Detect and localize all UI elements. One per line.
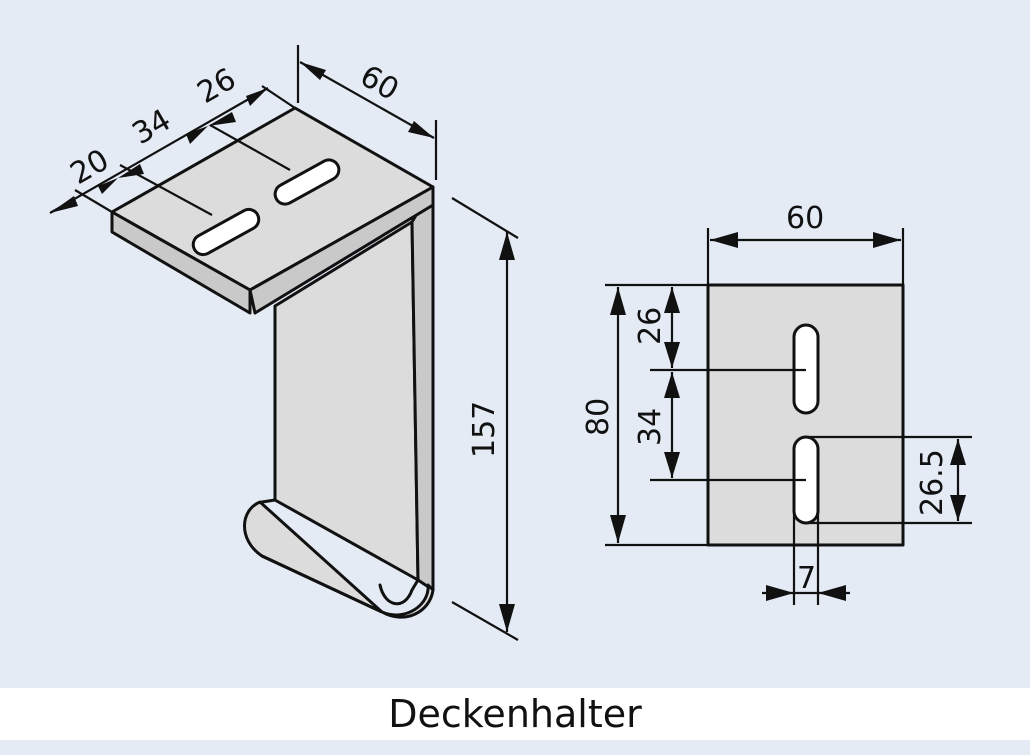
front-dim-slot-width: 7 [797, 561, 816, 596]
top-slot-1 [191, 207, 261, 257]
caption-bar: Deckenhalter [0, 688, 1030, 740]
front-dim-height: 80 [581, 398, 616, 436]
front-dim-width: 60 [786, 201, 824, 236]
bracket-bottom-curl [243, 500, 435, 619]
technical-drawing: 20 34 26 60 157 60 80 [49, 45, 972, 641]
iso-dim-60: 60 [354, 59, 405, 108]
iso-dim-157: 157 [467, 401, 502, 458]
drawing-caption: Deckenhalter [388, 692, 642, 736]
front-dim-slot-top: 26 [633, 307, 668, 345]
front-view: 60 80 26 34 26.5 7 [581, 201, 972, 605]
front-dim-slot-spacing: 34 [633, 408, 668, 446]
isometric-view: 20 34 26 60 157 [49, 45, 519, 641]
bracket-top-edge [110, 210, 252, 315]
top-slot-2 [273, 158, 341, 206]
bottom-strip [0, 740, 1030, 755]
front-dim-slot-length: 26.5 [915, 449, 950, 516]
iso-dim-26: 26 [192, 62, 243, 111]
